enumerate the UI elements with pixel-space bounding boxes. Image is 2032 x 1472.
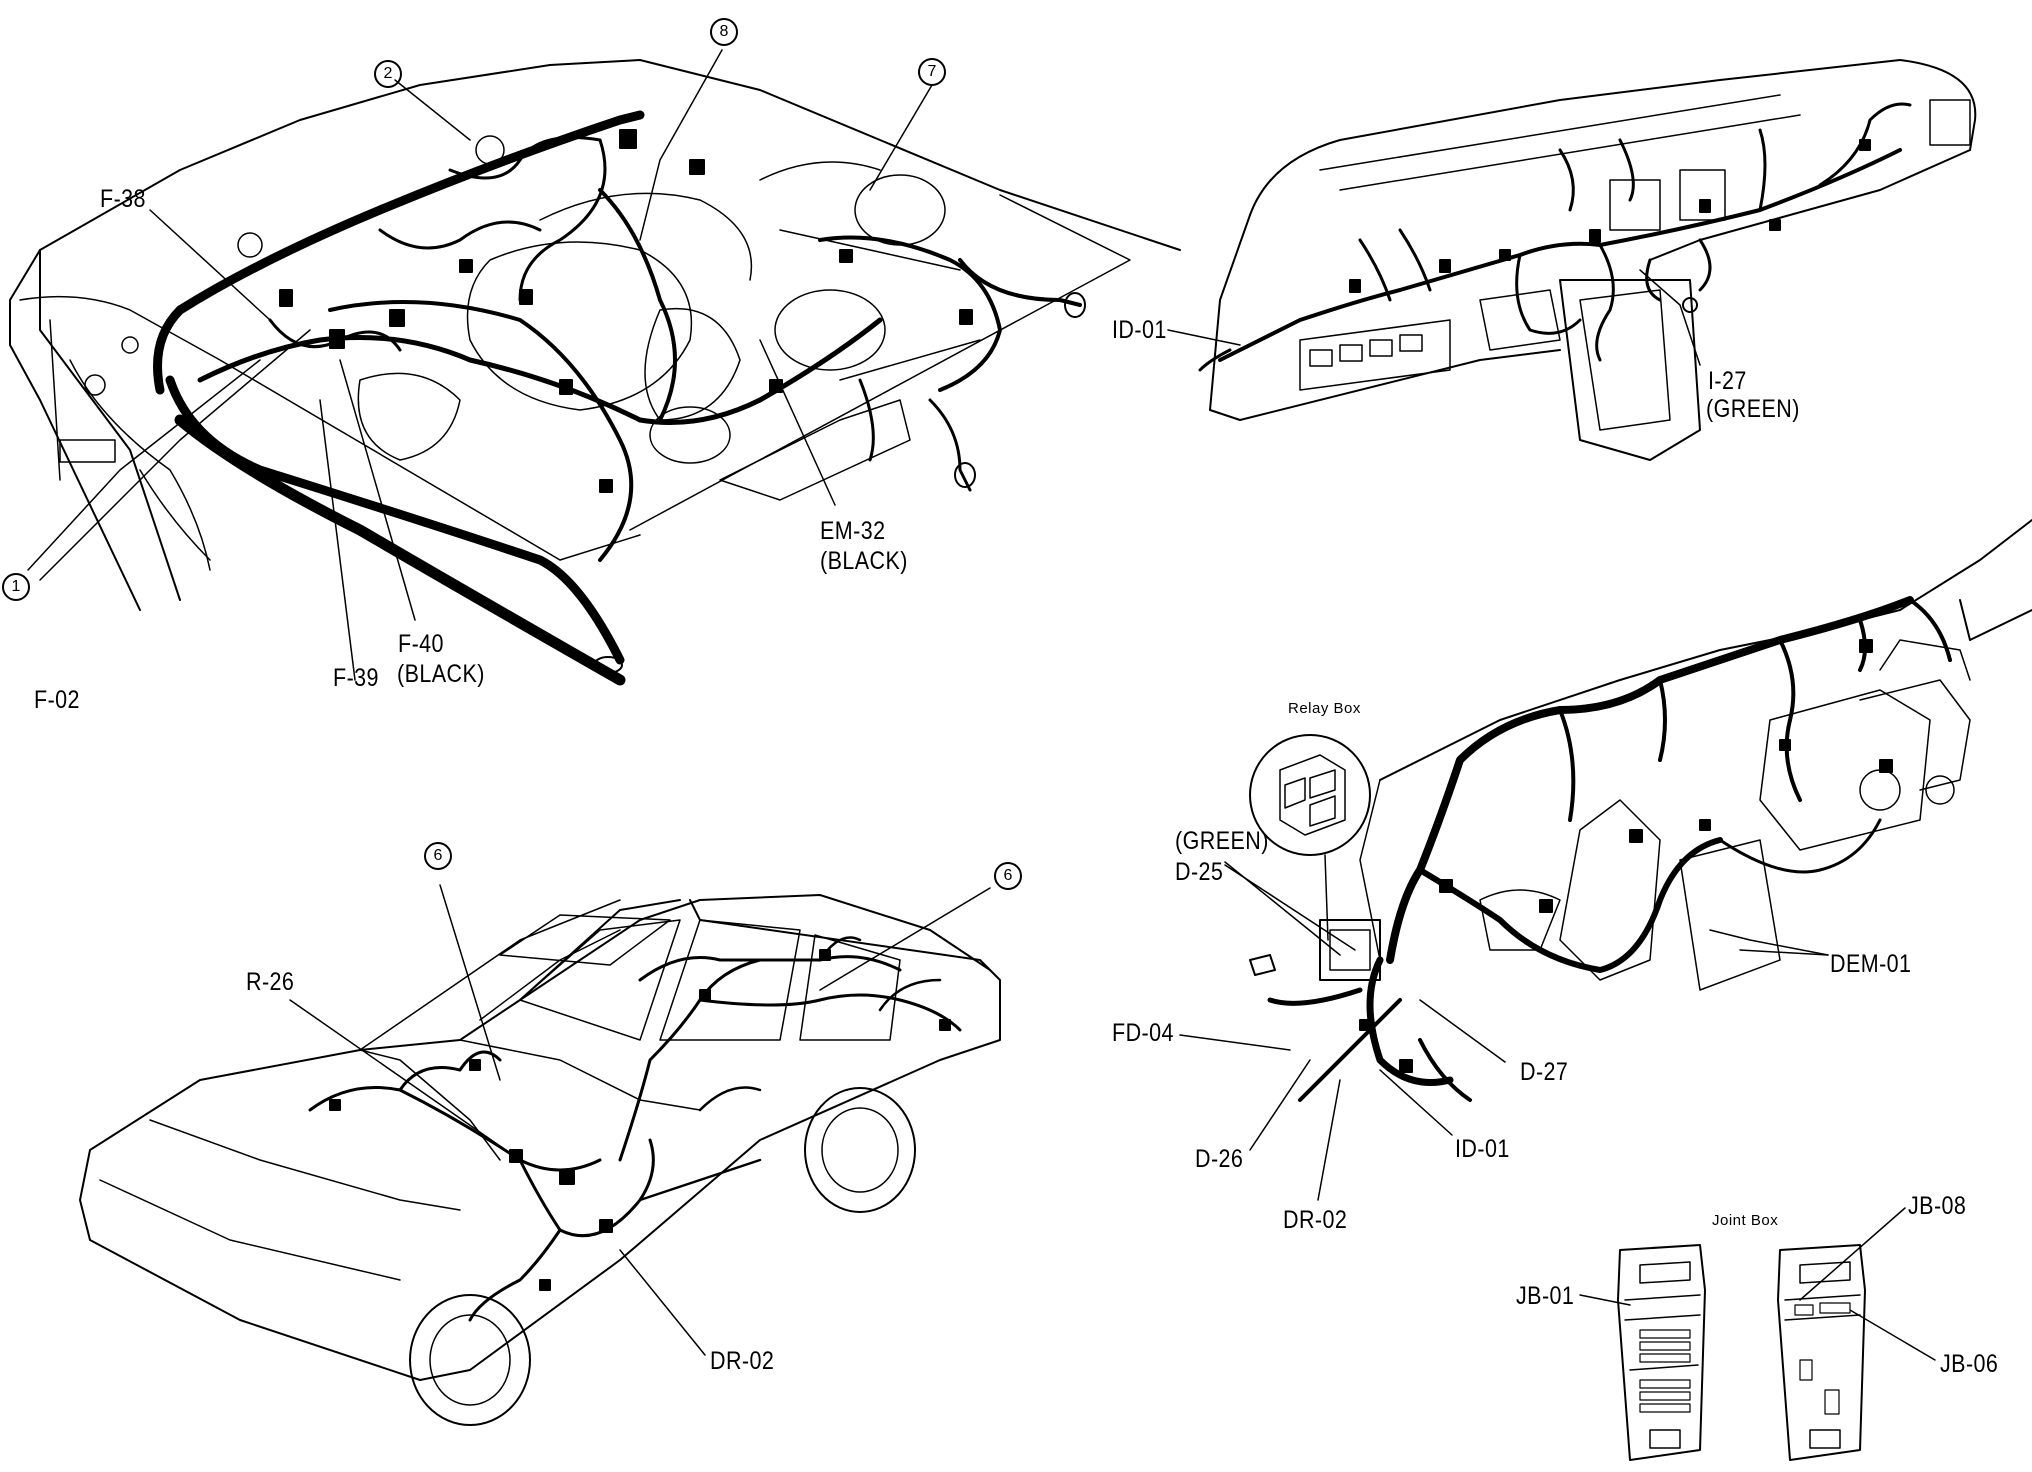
label-f-39: F-39 [333,664,379,692]
label-r-26: R-26 [246,968,295,996]
label-d-25: D-25 [1175,858,1224,886]
label-jb-08: JB-08 [1908,1192,1967,1220]
label-fd-04: FD-04 [1112,1019,1174,1047]
label-em-32-color: (BLACK) [820,547,908,575]
callout-2: 2 [374,60,402,88]
callout-6-left: 6 [424,842,452,870]
label-id-01-top: ID-01 [1112,316,1167,344]
label-f-40: F-40 [398,630,444,658]
interior-drawing [1179,519,2032,1201]
label-relay-box: Relay Box [1288,700,1361,717]
callout-7: 7 [918,58,946,86]
label-id-01-bottom: ID-01 [1455,1135,1510,1163]
label-d-25-color: (GREEN) [1175,827,1269,855]
dashboard-drawing [1167,59,1977,461]
label-i-27: I-27 [1708,367,1747,395]
label-d-27: D-27 [1520,1058,1569,1086]
label-f-38: F-38 [100,185,146,213]
label-dr-02-right: DR-02 [1283,1206,1348,1234]
label-f-40-color: (BLACK) [397,660,485,688]
label-jb-01: JB-01 [1516,1282,1575,1310]
engine-bay-drawing [9,49,1181,686]
label-dr-02-left: DR-02 [710,1347,775,1375]
joint-box-drawing [1579,1207,1936,1461]
label-f-02: F-02 [34,686,80,714]
vehicle-drawing [79,884,1001,1426]
label-joint-box: Joint Box [1712,1212,1779,1229]
label-em-32: EM-32 [820,517,886,545]
label-i-27-color: (GREEN) [1706,395,1800,423]
callout-1: 1 [2,573,30,601]
callout-6-right: 6 [994,862,1022,890]
label-d-26: D-26 [1195,1145,1244,1173]
label-jb-06: JB-06 [1940,1350,1999,1378]
callout-8: 8 [710,18,738,46]
label-dem-01: DEM-01 [1830,950,1912,978]
